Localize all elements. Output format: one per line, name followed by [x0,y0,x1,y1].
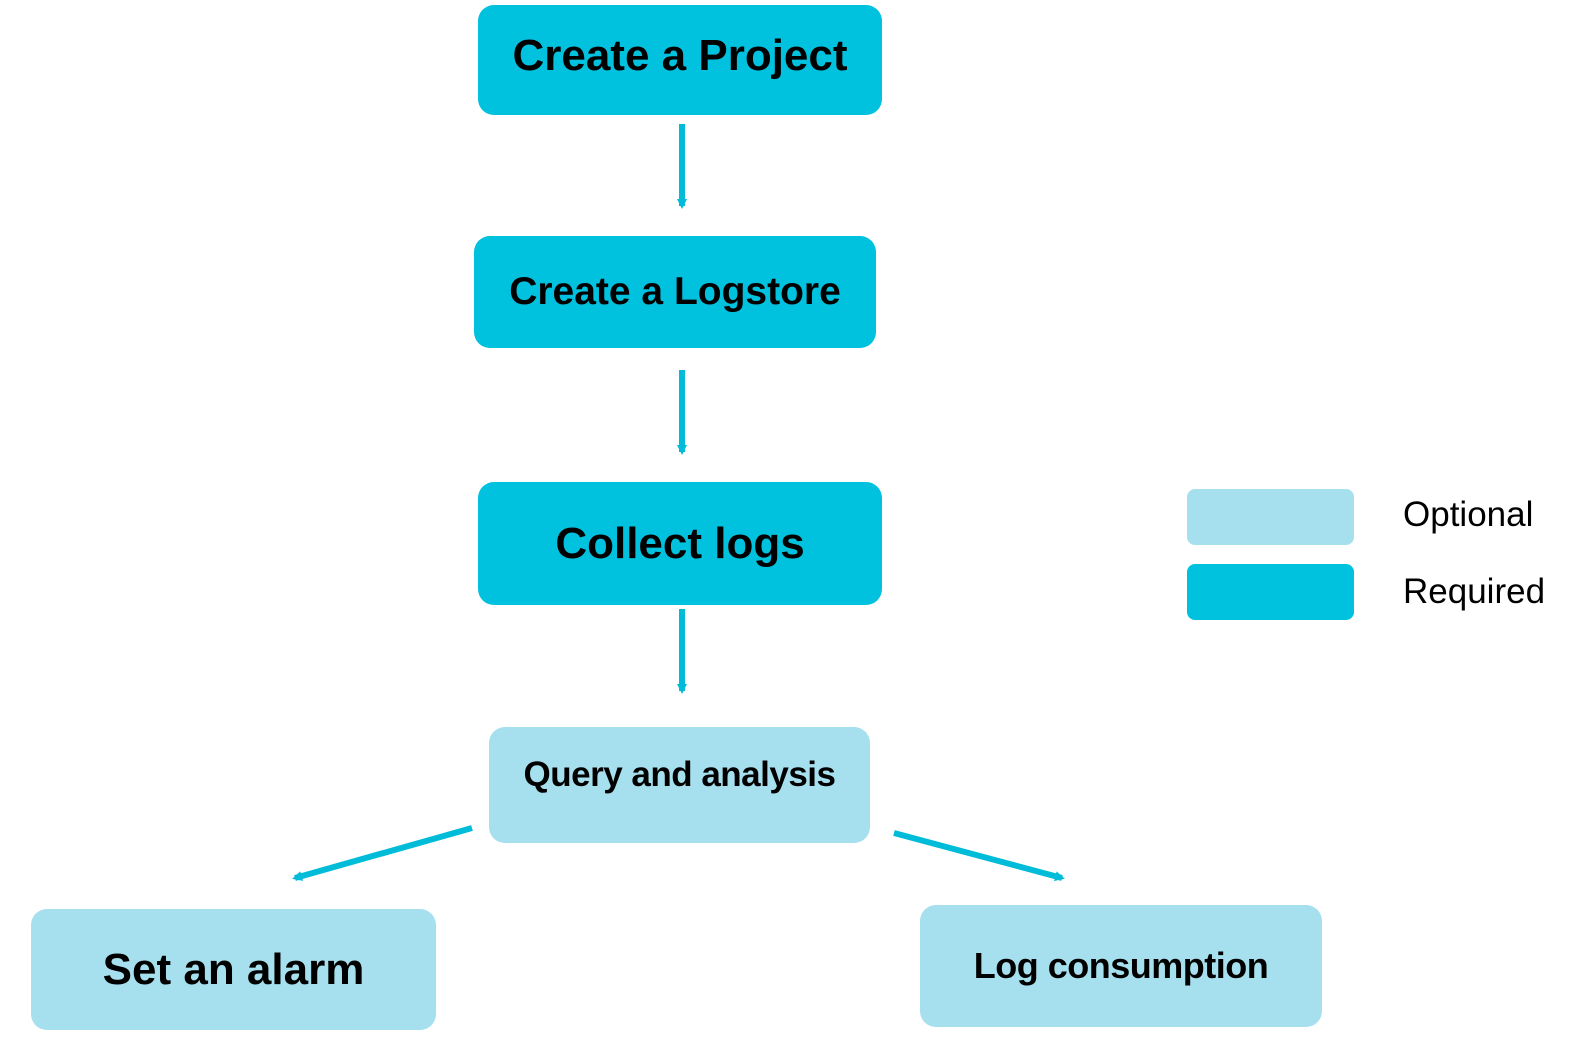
legend-optional-label: Optional [1403,495,1534,534]
node-query-analysis: Query and analysis [489,727,870,843]
node-log-consumption-label: Log consumption [973,945,1269,986]
node-create-logstore: Create a Logstore [474,236,876,348]
arrow-query-to-consumption [893,830,1065,882]
legend-optional-swatch [1187,489,1354,545]
node-query-analysis-label: Query and analysis [523,755,836,794]
node-create-project: Create a Project [478,5,882,115]
legend-required-swatch [1187,564,1354,620]
node-collect-logs-label: Collect logs [555,518,805,568]
node-set-alarm: Set an alarm [31,909,436,1030]
node-create-logstore-label: Create a Logstore [509,270,841,313]
node-set-alarm-label: Set an alarm [102,944,365,994]
node-collect-logs: Collect logs [478,482,882,605]
node-log-consumption: Log consumption [920,905,1322,1027]
legend-required-label: Required [1403,572,1546,611]
arrow-query-to-alarm [292,825,473,881]
node-create-project-label: Create a Project [512,31,848,80]
